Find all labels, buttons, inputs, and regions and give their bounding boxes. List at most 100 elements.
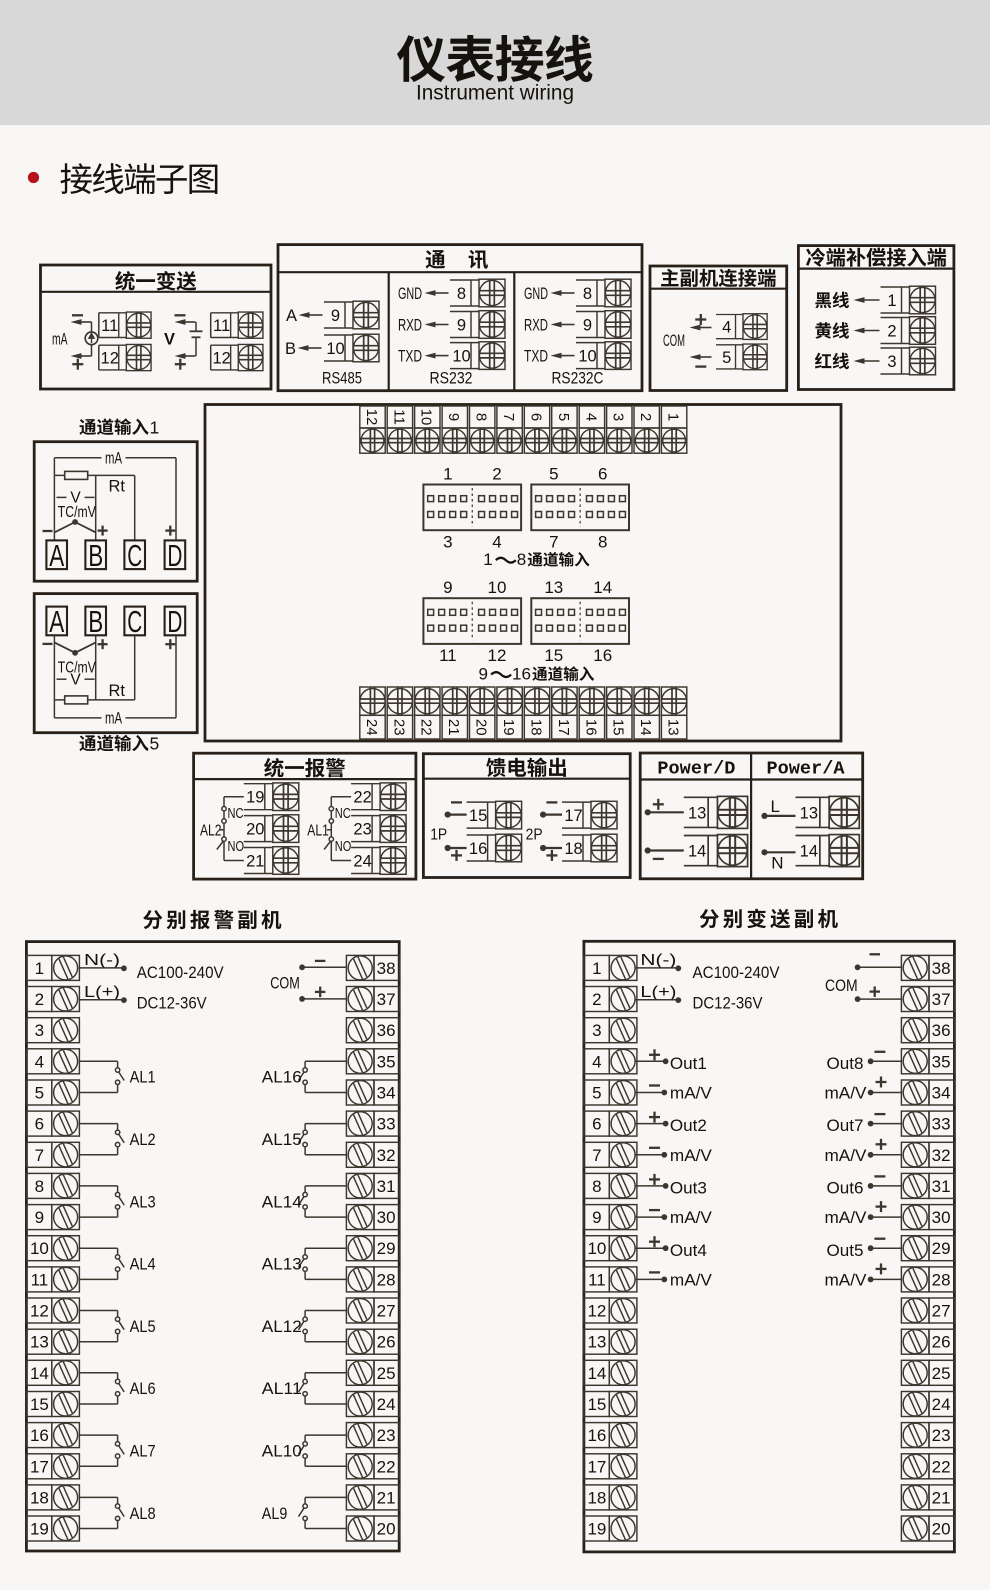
svg-text:15: 15: [30, 1395, 49, 1414]
svg-text:15: 15: [469, 807, 487, 825]
svg-text:10: 10: [452, 348, 470, 366]
svg-text:N: N: [771, 853, 783, 872]
svg-text:15: 15: [587, 1395, 606, 1414]
svg-text:Power/A: Power/A: [767, 758, 846, 779]
svg-text:2: 2: [35, 990, 44, 1009]
svg-text:Out3: Out3: [670, 1180, 707, 1198]
svg-text:mA/V: mA/V: [825, 1147, 867, 1165]
svg-text:mA/V: mA/V: [670, 1084, 712, 1102]
svg-text:18: 18: [587, 1488, 606, 1507]
svg-text:1: 1: [150, 417, 160, 437]
svg-text:12: 12: [30, 1302, 49, 1321]
svg-text:19: 19: [30, 1520, 49, 1539]
svg-text:15: 15: [544, 646, 563, 665]
svg-text:9: 9: [35, 1208, 44, 1227]
svg-text:25: 25: [932, 1364, 951, 1383]
svg-text:35: 35: [932, 1052, 951, 1071]
svg-text:mA/V: mA/V: [825, 1209, 867, 1227]
svg-text:AL7: AL7: [130, 1442, 156, 1460]
svg-text:RXD: RXD: [524, 315, 548, 334]
svg-text:14: 14: [688, 842, 706, 860]
svg-text:11: 11: [31, 1270, 49, 1289]
svg-text:AL13: AL13: [262, 1256, 302, 1274]
svg-text:9: 9: [592, 1208, 601, 1227]
svg-text:NC: NC: [228, 806, 244, 822]
svg-text:3: 3: [610, 413, 627, 421]
svg-text:9: 9: [479, 665, 488, 684]
svg-text:COM: COM: [270, 974, 300, 992]
svg-text:11: 11: [390, 409, 407, 425]
svg-text:Out2: Out2: [670, 1117, 707, 1135]
svg-text:1P: 1P: [430, 826, 447, 843]
svg-text:36: 36: [377, 1021, 396, 1040]
svg-text:7: 7: [549, 532, 558, 551]
svg-text:10: 10: [587, 1239, 606, 1258]
svg-text:5: 5: [150, 734, 160, 754]
svg-text:27: 27: [932, 1302, 951, 1321]
svg-text:17: 17: [555, 719, 572, 736]
svg-text:4: 4: [582, 413, 599, 421]
svg-text:28: 28: [377, 1270, 396, 1289]
svg-text:1: 1: [665, 413, 682, 421]
svg-text:mA: mA: [105, 710, 122, 728]
svg-text:12: 12: [363, 409, 380, 426]
svg-text:3: 3: [35, 1021, 44, 1040]
svg-text:Out6: Out6: [827, 1180, 864, 1198]
svg-text:18: 18: [564, 840, 582, 858]
svg-text:7: 7: [592, 1146, 601, 1165]
svg-text:V: V: [164, 330, 175, 348]
svg-text:NO: NO: [335, 839, 352, 855]
svg-text:AC100-240V: AC100-240V: [693, 963, 781, 982]
svg-text:mA: mA: [105, 450, 122, 468]
svg-text:24: 24: [377, 1395, 396, 1414]
svg-text:mA: mA: [52, 330, 68, 348]
svg-text:11: 11: [101, 317, 118, 335]
svg-text:20: 20: [246, 821, 264, 839]
svg-text:1: 1: [443, 465, 452, 484]
svg-text:C: C: [127, 604, 142, 639]
svg-text:32: 32: [932, 1146, 951, 1165]
svg-text:5: 5: [722, 349, 731, 367]
svg-text:29: 29: [377, 1239, 396, 1258]
svg-text:37: 37: [932, 990, 951, 1009]
svg-text:22: 22: [418, 719, 435, 736]
svg-text:GND: GND: [524, 284, 548, 303]
svg-text:4: 4: [492, 532, 501, 551]
svg-text:Rt: Rt: [109, 682, 126, 700]
svg-text:22: 22: [353, 789, 371, 807]
svg-text:8: 8: [457, 285, 466, 303]
svg-text:12: 12: [587, 1302, 606, 1321]
svg-text:TC/mV: TC/mV: [58, 504, 97, 521]
svg-text:13: 13: [800, 804, 818, 822]
svg-text:AL2: AL2: [200, 822, 222, 839]
svg-text:31: 31: [932, 1177, 951, 1196]
svg-text:2: 2: [887, 322, 896, 340]
svg-text:5: 5: [35, 1083, 44, 1102]
svg-text:38: 38: [932, 959, 951, 978]
svg-text:COM: COM: [825, 977, 858, 995]
svg-text:16: 16: [582, 719, 599, 736]
svg-text:13: 13: [688, 804, 706, 822]
svg-text:18: 18: [30, 1488, 49, 1507]
svg-text:3: 3: [592, 1021, 601, 1040]
svg-text:AL8: AL8: [130, 1505, 156, 1523]
svg-text:8: 8: [592, 1177, 601, 1196]
svg-text:13: 13: [665, 719, 682, 736]
svg-text:N(-): N(-): [84, 952, 120, 969]
svg-text:L(+): L(+): [84, 984, 120, 1001]
svg-text:AL6: AL6: [130, 1380, 156, 1398]
svg-text:AC100-240V: AC100-240V: [137, 963, 225, 982]
svg-text:33: 33: [932, 1115, 951, 1134]
svg-text:18: 18: [527, 719, 544, 736]
svg-text:7: 7: [500, 413, 517, 421]
svg-text:mA/V: mA/V: [670, 1147, 712, 1165]
svg-text:D: D: [167, 538, 182, 573]
svg-text:mA/V: mA/V: [670, 1271, 712, 1289]
svg-text:2: 2: [637, 413, 654, 421]
svg-text:31: 31: [377, 1177, 396, 1196]
svg-text:14: 14: [30, 1364, 49, 1383]
svg-text:NC: NC: [335, 806, 351, 822]
svg-text:36: 36: [932, 1021, 951, 1040]
svg-text:37: 37: [377, 990, 396, 1009]
svg-text:13: 13: [30, 1333, 49, 1352]
